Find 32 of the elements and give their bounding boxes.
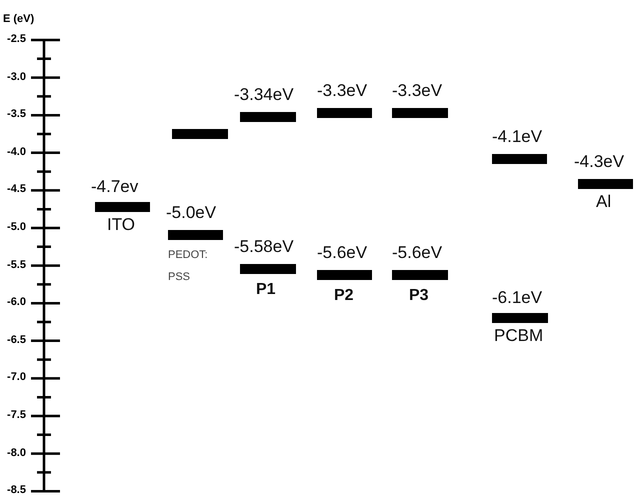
- energy-value: -4.7ev: [91, 178, 138, 195]
- energy-value: -4.1eV: [492, 128, 542, 145]
- tick-label: -7.0: [6, 372, 26, 384]
- tick-label: -5.5: [6, 260, 26, 271]
- material-label: PEDOT: PSS: [168, 248, 209, 285]
- material-label: PCBM: [494, 327, 544, 344]
- tick-label: -2.5: [6, 34, 26, 45]
- energy-value: -4.3eV: [574, 153, 624, 170]
- energy-value: -6.1eV: [492, 289, 542, 306]
- material-label: P1: [256, 282, 276, 298]
- axis-title: E (eV): [3, 14, 34, 25]
- tick-label: -6.5: [6, 334, 26, 346]
- material-label: P2: [334, 288, 354, 304]
- energy-value: -5.6eV: [317, 244, 368, 261]
- energy-value: -5.6eV: [392, 244, 442, 261]
- tick-label: -4.5: [6, 184, 26, 196]
- energy-value: -3.3eV: [317, 82, 368, 99]
- tick-label: -3.0: [6, 72, 26, 83]
- tick-label: -4.0: [6, 146, 26, 158]
- energy-value: -3.34eV: [234, 86, 294, 103]
- energy-value: -5.58eV: [234, 238, 294, 255]
- tick-label: -8.5: [6, 485, 26, 496]
- material-label: ITO: [107, 216, 136, 233]
- energy-value: -3.3eV: [392, 82, 442, 99]
- material-label: Al: [596, 193, 612, 210]
- tick-label: -5.0: [6, 222, 26, 233]
- tick-label: -8.0: [6, 448, 26, 459]
- tick-label: -3.5: [6, 109, 26, 120]
- tick-label: -6.0: [6, 297, 26, 308]
- energy-value: -5.0eV: [166, 204, 216, 221]
- material-label: P3: [409, 288, 429, 304]
- tick-label: -7.5: [6, 410, 26, 421]
